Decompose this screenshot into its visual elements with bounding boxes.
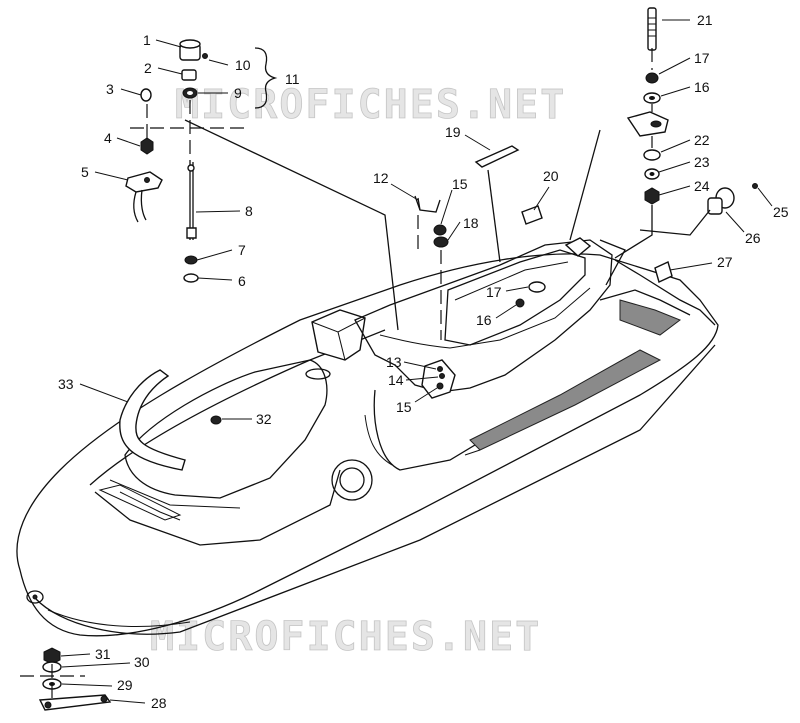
callout-32: 32 <box>256 411 272 427</box>
part-22-washer <box>643 149 661 161</box>
callout-22: 22 <box>694 132 710 148</box>
callout-5: 5 <box>81 164 89 180</box>
callout-4: 4 <box>104 130 112 146</box>
part-18-grommet <box>433 236 449 248</box>
part-bracket-plate <box>626 111 669 137</box>
part-9-washer <box>182 87 198 99</box>
callout-3: 3 <box>106 81 114 97</box>
part-28-bracket <box>38 694 112 711</box>
callout-13: 13 <box>386 354 402 370</box>
callout-12: 12 <box>373 170 389 186</box>
part-7-nut <box>184 255 198 265</box>
assembly-lines <box>20 48 711 700</box>
part-32-bolt <box>210 415 222 425</box>
brace-11 <box>254 47 278 109</box>
watermark-top: MICROFICHES.NET <box>175 82 566 128</box>
callout-15-top: 15 <box>452 176 468 192</box>
part-4-nut <box>140 137 154 155</box>
callout-18: 18 <box>463 215 479 231</box>
callout-6: 6 <box>238 273 246 289</box>
callout-9: 9 <box>234 85 242 101</box>
part-10-screw <box>202 53 208 59</box>
part-16-nut-seat <box>515 298 525 308</box>
callout-1: 1 <box>143 32 151 48</box>
leader-lines <box>60 19 773 704</box>
callout-33: 33 <box>58 376 74 392</box>
part-8-cable <box>186 160 197 240</box>
callout-17-right: 17 <box>694 50 710 66</box>
callout-7: 7 <box>238 242 246 258</box>
watermark-bottom: MICROFICHES.NET <box>150 614 541 660</box>
callout-24: 24 <box>694 178 710 194</box>
part-24-nut <box>644 187 660 205</box>
part-16-washer-right <box>643 92 661 104</box>
part-2-grommet <box>181 69 197 81</box>
callout-15-side: 15 <box>396 399 412 415</box>
callout-23: 23 <box>694 154 710 170</box>
part-19-strip <box>474 145 520 168</box>
callout-28: 28 <box>151 695 167 711</box>
callout-11: 11 <box>285 71 300 87</box>
callout-labels: 1 2 3 4 5 6 7 8 9 10 11 12 13 14 15 15 1… <box>58 12 789 711</box>
callout-14: 14 <box>388 372 404 388</box>
callout-17-seat: 17 <box>486 284 502 300</box>
callout-31: 31 <box>95 646 111 662</box>
callout-20: 20 <box>543 168 559 184</box>
callout-26: 26 <box>745 230 761 246</box>
part-27-label <box>654 261 673 283</box>
callout-27: 27 <box>717 254 733 270</box>
part-5-switch <box>125 171 163 223</box>
part-3-nut <box>140 88 152 102</box>
part-12-bracket <box>414 195 441 213</box>
callout-16-right: 16 <box>694 79 710 95</box>
callout-29: 29 <box>117 677 133 693</box>
part-15-grommet-top <box>433 224 447 236</box>
hull-body <box>16 237 719 637</box>
callout-10: 10 <box>235 57 251 73</box>
part-21-stud <box>647 7 657 51</box>
callout-25: 25 <box>773 204 789 220</box>
part-33-handlebar <box>119 369 186 471</box>
part-17-washer-seat <box>528 281 546 293</box>
part-6-washer <box>183 273 199 283</box>
part-31-nut <box>43 647 61 665</box>
part-26-knob <box>707 187 735 215</box>
callout-8: 8 <box>245 203 253 219</box>
callout-16-seat: 16 <box>476 312 492 328</box>
part-20-label <box>521 205 543 225</box>
part-17-washer-right <box>645 72 659 84</box>
callout-21: 21 <box>697 12 713 28</box>
callout-30: 30 <box>134 654 150 670</box>
part-25-screw <box>752 183 758 189</box>
part-23-washer <box>644 168 660 180</box>
part-1-knob <box>179 39 201 61</box>
callout-2: 2 <box>144 60 152 76</box>
callout-19: 19 <box>445 124 461 140</box>
